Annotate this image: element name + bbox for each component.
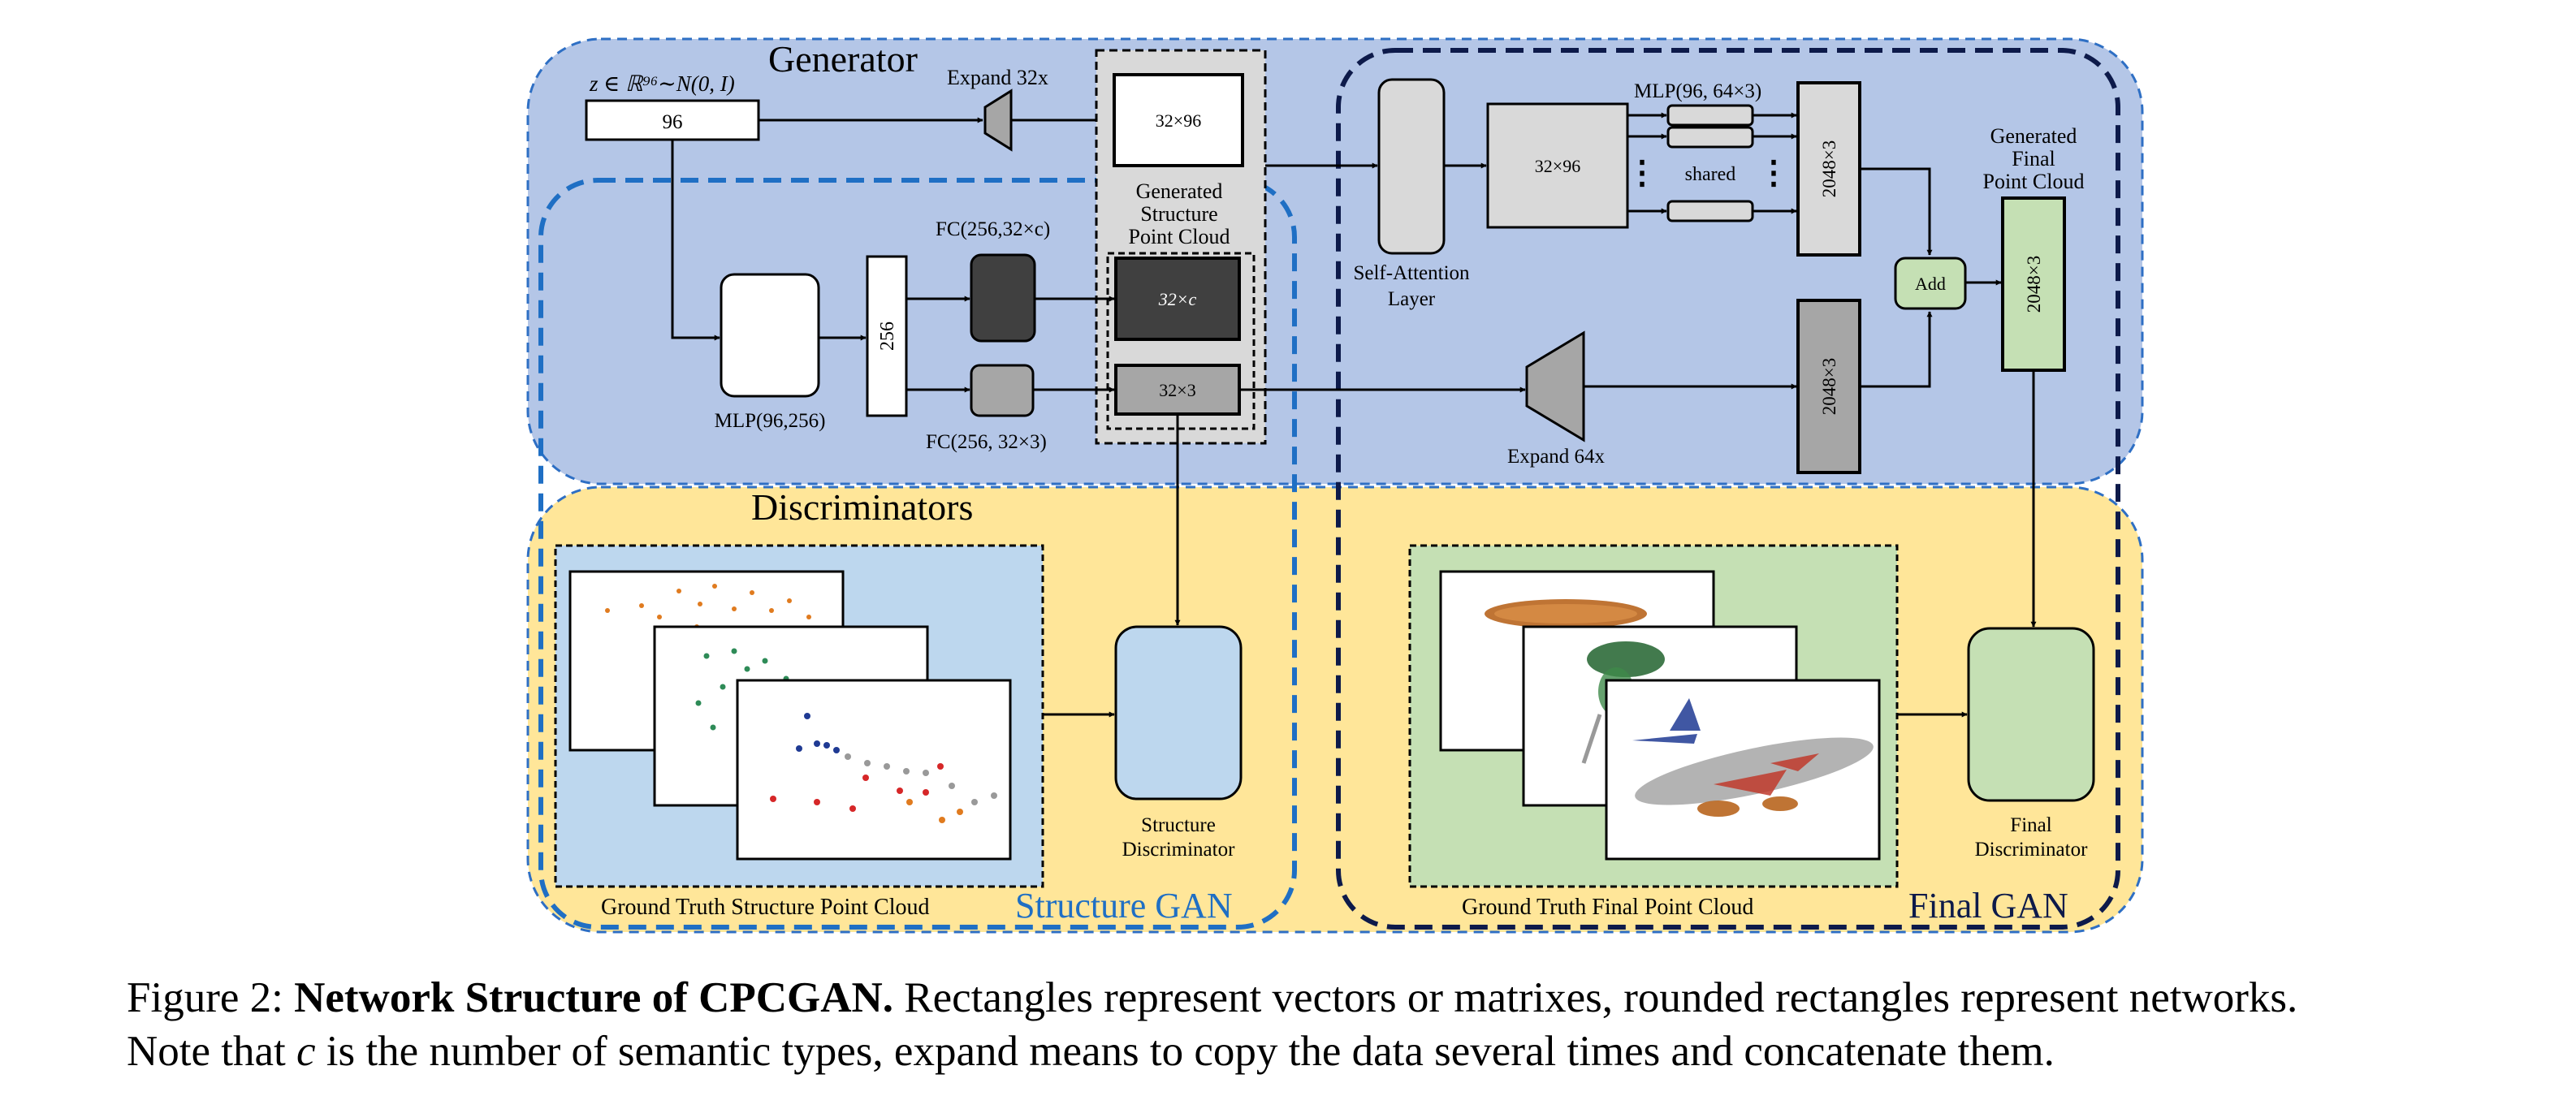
final-point-cloud-label: 2048×3	[2024, 256, 2044, 313]
latent-repeated-label: 32×96	[1156, 110, 1201, 131]
expanded-coords-vector	[1796, 299, 1861, 474]
gen-final-title-1: Generated	[1990, 124, 2077, 148]
structure-output-group	[1106, 252, 1256, 430]
latent-repeated-matrix	[1113, 73, 1244, 167]
mlp-shared-label: MLP(96, 64×3)	[1634, 80, 1761, 102]
fc-semantic-label: FC(256,32×c)	[936, 218, 1050, 240]
figure-caption: Figure 2: Network Structure of CPCGAN. R…	[127, 971, 2555, 1078]
semantic-output-matrix	[1114, 257, 1241, 341]
final-gan-label: Final GAN	[1908, 886, 2068, 926]
gen-structure-title-2: Structure	[1140, 202, 1217, 226]
self-attention-label-1: Self-Attention	[1353, 262, 1470, 284]
caption-text-2b: is the number of semantic types, expand …	[326, 1028, 2055, 1075]
caption-variable: c	[296, 1028, 316, 1075]
structure-gt-sample-3	[736, 679, 1012, 861]
shared-mlp-1	[1666, 104, 1754, 127]
gen-final-title-2: Final	[2012, 147, 2055, 170]
structure-gan-label: Structure GAN	[1015, 886, 1233, 926]
final-disc-label-2: Discriminator	[1975, 839, 2089, 861]
fc-coordinate-label: FC(256, 32×3)	[926, 431, 1047, 453]
final-disc-label-1: Final	[2010, 814, 2051, 836]
caption-text-1: Rectangles represent vectors or matrixes…	[904, 974, 2298, 1021]
shared-mlp-3	[1666, 200, 1754, 222]
final-gan-region	[1336, 48, 2120, 930]
network-diagram: Generator Discriminators Structure GAN F…	[526, 37, 2144, 934]
self-attention-layer	[1377, 78, 1446, 255]
caption-label: Figure 2:	[127, 974, 283, 1021]
arrow-offset-to-add	[1860, 167, 1933, 256]
attention-output-matrix	[1486, 102, 1629, 229]
feature-256-vector	[866, 255, 908, 417]
z-size-label: 96	[663, 111, 683, 133]
final-point-cloud-vector	[2001, 196, 2066, 372]
gen-final-title-3: Point Cloud	[1983, 170, 2085, 193]
fc-semantic-network	[970, 253, 1036, 343]
offset-vector	[1796, 81, 1861, 257]
final-discriminator	[1967, 627, 2095, 802]
gt-structure-label: Ground Truth Structure Point Cloud	[601, 895, 929, 920]
expand32-block	[983, 88, 1013, 152]
final-gt-sample-3	[1605, 679, 1881, 861]
mlp-96-256-label: MLP(96,256)	[715, 410, 826, 432]
arrow-z-to-mlp	[671, 140, 720, 341]
structure-disc-label-2: Discriminator	[1122, 839, 1236, 861]
generator-panel	[526, 37, 2144, 485]
semantic-output-label: 32×c	[1158, 289, 1197, 309]
attention-output-label: 32×96	[1535, 156, 1580, 176]
coordinate-output-label: 32×3	[1159, 380, 1195, 400]
gt-final-label: Ground Truth Final Point Cloud	[1462, 895, 1753, 920]
structure-gan-region	[538, 178, 1297, 930]
gen-structure-title-3: Point Cloud	[1129, 225, 1230, 248]
expanded-coords-label: 2048×3	[1819, 358, 1839, 415]
structure-discriminator	[1114, 625, 1243, 800]
dots-right: ⋮	[1757, 154, 1790, 191]
z-distribution-label: z ∈ ℝ⁹⁶∼N(0, I)	[589, 71, 735, 96]
arrow-coords-to-add	[1860, 311, 1933, 388]
add-label: Add	[1915, 274, 1946, 294]
dots-left: ⋮	[1626, 154, 1658, 191]
coordinate-output-matrix	[1114, 364, 1241, 416]
caption-line-1: Figure 2: Network Structure of CPCGAN. R…	[127, 971, 2555, 1025]
fc-coordinate-network	[970, 364, 1035, 417]
self-attention-label-2: Layer	[1388, 288, 1436, 310]
shared-label: shared	[1685, 164, 1736, 185]
caption-text-2a: Note that	[127, 1028, 286, 1075]
discriminators-title: Discriminators	[751, 486, 973, 528]
caption-line-2: Note that c is the number of semantic ty…	[127, 1025, 2555, 1078]
shared-mlp-2	[1666, 126, 1754, 149]
expand32-label: Expand 32x	[947, 66, 1048, 89]
generator-title: Generator	[768, 38, 918, 80]
expand64-block	[1525, 330, 1585, 442]
offset-vector-label: 2048×3	[1819, 140, 1839, 197]
mlp-96-256	[720, 273, 820, 398]
structure-disc-label-1: Structure	[1141, 814, 1216, 836]
gen-structure-title-1: Generated	[1136, 179, 1223, 203]
feature-256-label: 256	[877, 321, 898, 351]
expand64-label: Expand 64x	[1507, 446, 1606, 468]
caption-title: Network Structure of CPCGAN.	[294, 974, 894, 1021]
